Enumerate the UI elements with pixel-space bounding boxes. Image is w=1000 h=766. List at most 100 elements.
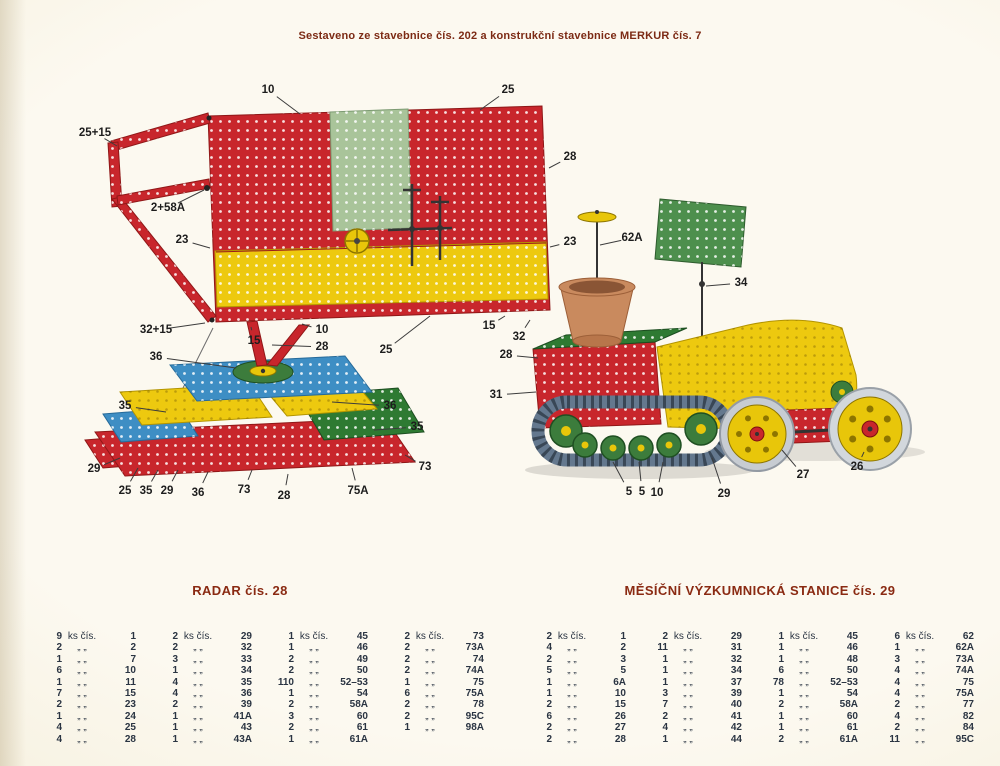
part-units-label: „ „ bbox=[309, 642, 319, 654]
part-quantity: 1 bbox=[546, 676, 552, 688]
part-number: 39 bbox=[730, 687, 742, 699]
leader-line bbox=[658, 461, 664, 483]
part-number: 3 bbox=[620, 653, 626, 665]
page-header: Sestaveno ze stavebnice čís. 202 a konst… bbox=[298, 30, 702, 42]
part-quantity: 4 bbox=[662, 722, 668, 734]
perforation-dots bbox=[655, 199, 746, 267]
part-units-label: „ „ bbox=[77, 665, 87, 677]
part-quantity: 1 bbox=[288, 733, 294, 745]
part-quantity: 2 bbox=[404, 631, 410, 642]
part-number: 62A bbox=[955, 642, 974, 654]
part-units-label: „ „ bbox=[799, 665, 809, 677]
part-quantity: 2 bbox=[56, 699, 62, 711]
part-quantity: 2 bbox=[778, 699, 784, 711]
part-quantity: 2 bbox=[288, 653, 294, 665]
part-callout: 31 bbox=[489, 389, 503, 401]
parts-row: 1„ „46 bbox=[760, 642, 858, 653]
part-units-label: „ „ bbox=[77, 722, 87, 734]
radar-panel bbox=[207, 105, 551, 323]
part-callout: 35 bbox=[139, 485, 153, 497]
part-number: 2 bbox=[620, 642, 626, 654]
leader-line bbox=[104, 138, 118, 147]
part-number: 50 bbox=[356, 665, 368, 677]
parts-row: 4„ „75A bbox=[876, 688, 974, 699]
part-units-label: „ „ bbox=[425, 676, 435, 688]
part-units-label: „ „ bbox=[915, 642, 925, 654]
parts-row: 4„ „28 bbox=[38, 734, 136, 745]
part-number: 36 bbox=[240, 687, 252, 699]
radar-model bbox=[84, 105, 551, 477]
part-units-label: „ „ bbox=[193, 642, 203, 654]
part-units-label: „ „ bbox=[683, 687, 693, 699]
leader-line bbox=[524, 319, 531, 329]
leader-line bbox=[192, 242, 211, 249]
part-callout: 73 bbox=[418, 461, 432, 473]
part-quantity: 4 bbox=[546, 642, 552, 654]
part-number: 75A bbox=[465, 687, 484, 699]
part-number: 46 bbox=[846, 642, 858, 654]
part-units-label: ks čís. bbox=[299, 631, 329, 642]
part-quantity: 2 bbox=[172, 631, 178, 642]
part-callout: 32 bbox=[512, 331, 526, 343]
part-quantity: 1 bbox=[404, 722, 410, 734]
leader-line bbox=[135, 407, 167, 413]
part-units-label: „ „ bbox=[193, 676, 203, 688]
parts-row: 4„ „25 bbox=[38, 722, 136, 733]
parts-row: 1„ „6A bbox=[528, 677, 626, 688]
part-units-label: „ „ bbox=[799, 733, 809, 745]
leader-line bbox=[202, 471, 209, 484]
part-number: 54 bbox=[846, 687, 858, 699]
part-number: 42 bbox=[730, 722, 742, 734]
parts-row: 1„ „61A bbox=[270, 734, 368, 745]
parts-row: 6„ „50 bbox=[760, 665, 858, 676]
parts-row: 4„ „74A bbox=[876, 665, 974, 676]
part-number: 34 bbox=[240, 665, 252, 677]
part-number: 40 bbox=[730, 699, 742, 711]
parts-row: 2„ „95C bbox=[386, 711, 484, 722]
part-quantity: 2 bbox=[288, 722, 294, 734]
part-units-label: „ „ bbox=[425, 653, 435, 665]
part-number: 43A bbox=[233, 733, 252, 745]
part-number: 27 bbox=[614, 722, 626, 734]
part-units-label: „ „ bbox=[567, 699, 577, 711]
perforation-dots bbox=[111, 113, 210, 151]
part-units-label: ks čís. bbox=[67, 631, 97, 642]
perforation-dots bbox=[117, 179, 210, 205]
part-units-label: „ „ bbox=[915, 699, 925, 711]
parts-row: 7„ „15 bbox=[38, 688, 136, 699]
part-number: 58A bbox=[349, 699, 368, 711]
part-number: 37 bbox=[730, 676, 742, 688]
perforation-dots bbox=[215, 242, 548, 307]
part-number: 75 bbox=[962, 676, 974, 688]
parts-row: 1„ „61 bbox=[760, 722, 858, 733]
part-number: 62 bbox=[962, 631, 974, 642]
part-quantity: 5 bbox=[546, 665, 552, 677]
radar-turntable bbox=[232, 360, 294, 384]
part-number: 26 bbox=[614, 710, 626, 722]
part-quantity: 1 bbox=[662, 665, 668, 677]
part-units-label: „ „ bbox=[567, 733, 577, 745]
part-units-label: „ „ bbox=[193, 699, 203, 711]
part-callout: 35 bbox=[118, 400, 132, 412]
parts-row: 7„ „40 bbox=[644, 699, 742, 710]
leader-line bbox=[373, 427, 407, 431]
part-quantity: 2 bbox=[172, 642, 178, 654]
part-quantity: 2 bbox=[778, 733, 784, 745]
part-number: 32 bbox=[240, 642, 252, 654]
part-number: 45 bbox=[356, 631, 368, 642]
station-antenna bbox=[577, 210, 617, 300]
part-units-label: „ „ bbox=[683, 699, 693, 711]
part-units-label: „ „ bbox=[77, 733, 87, 745]
part-units-label: „ „ bbox=[567, 722, 577, 734]
part-number: 39 bbox=[240, 699, 252, 711]
part-quantity: 1 bbox=[172, 665, 178, 677]
perforation-dots bbox=[108, 142, 122, 207]
part-quantity: 1 bbox=[172, 733, 178, 745]
part-quantity: 1 bbox=[894, 642, 900, 654]
part-units-label: „ „ bbox=[309, 665, 319, 677]
